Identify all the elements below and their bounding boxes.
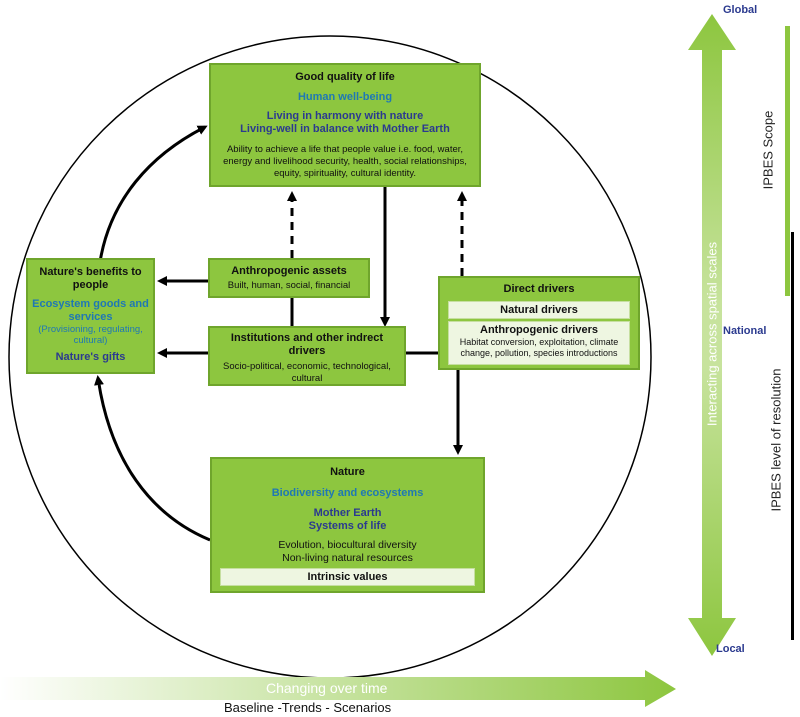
benefits-box: Nature's benefits to people Ecosystem go… xyxy=(26,258,155,374)
harmony-line-2: Living-well in balance with Mother Earth xyxy=(240,123,450,135)
changing-over-time-label: Changing over time xyxy=(266,680,388,696)
institutions-title: Institutions and other indrect drivers xyxy=(230,332,384,357)
natures-gifts: Nature's gifts xyxy=(55,351,126,363)
human-wellbeing: Human well-being xyxy=(297,91,393,103)
harmony-line-1: Living in harmony with nature xyxy=(266,110,424,122)
nature-title: Nature xyxy=(330,466,365,478)
arrow-nature-to-benefits xyxy=(94,375,211,542)
good-quality-description: Ability to achieve a life that people va… xyxy=(223,144,467,179)
good-quality-box: Good quality of life Human well-being Li… xyxy=(209,63,481,187)
benefits-title: Nature's benefits to people xyxy=(39,266,142,291)
anthropogenic-drivers-detail: Habitat conversion, exploitation, climat… xyxy=(459,337,619,358)
arrow-benefits-to-quality xyxy=(98,125,208,263)
direct-drivers-title: Direct drivers xyxy=(503,283,575,295)
assets-title: Anthropogenic assets xyxy=(231,265,347,277)
anthropogenic-drivers-title: Anthropogenic drivers xyxy=(480,324,598,336)
intrinsic-values-box: Intrinsic values xyxy=(220,568,475,586)
natural-drivers-box: Natural drivers xyxy=(448,301,630,319)
institutions-box: Institutions and other indrect drivers S… xyxy=(208,326,406,386)
nature-box: Nature Biodiversity and ecosystems Mothe… xyxy=(210,457,485,593)
evolution-line: Evolution, biocultural diversity xyxy=(278,539,417,551)
assets-detail: Built, human, social, financial xyxy=(227,280,351,291)
ipbes-resolution-bar xyxy=(791,232,794,640)
anthropogenic-drivers-box: Anthropogenic drivers Habitat conversion… xyxy=(448,321,630,365)
interacting-scales-label: Interacting across spatial scales xyxy=(704,241,720,427)
biodiversity-ecosystems: Biodiversity and ecosystems xyxy=(271,487,424,499)
ipbes-resolution-label: IPBES level of resolution xyxy=(768,368,784,512)
scale-national: National xyxy=(723,325,767,337)
natural-drivers-label: Natural drivers xyxy=(500,304,578,316)
ecosystem-services: Ecosystem goods and services xyxy=(32,298,149,323)
scale-local: Local xyxy=(716,643,745,655)
non-living-resources: Non-living natural resources xyxy=(282,552,413,564)
ipbes-scope-bar xyxy=(785,26,790,296)
mother-earth: Mother Earth xyxy=(313,507,382,519)
baseline-trends-label: Baseline -Trends - Scenarios xyxy=(224,700,392,715)
spatial-scale-arrow xyxy=(688,14,736,656)
intrinsic-values-label: Intrinsic values xyxy=(307,571,388,583)
scale-global: Global xyxy=(723,4,758,16)
direct-drivers-box: Direct drivers Natural drivers Anthropog… xyxy=(438,276,640,370)
assets-box: Anthropogenic assets Built, human, socia… xyxy=(208,258,370,298)
institutions-detail: Socio-political, economic, technological… xyxy=(223,361,391,384)
systems-of-life: Systems of life xyxy=(308,520,387,532)
benefits-detail: (Provisioning, regulating, cultural) xyxy=(38,324,143,346)
ipbes-scope-label: IPBES Scope xyxy=(760,110,776,190)
time-arrow xyxy=(0,670,676,707)
good-quality-title: Good quality of life xyxy=(295,71,395,83)
